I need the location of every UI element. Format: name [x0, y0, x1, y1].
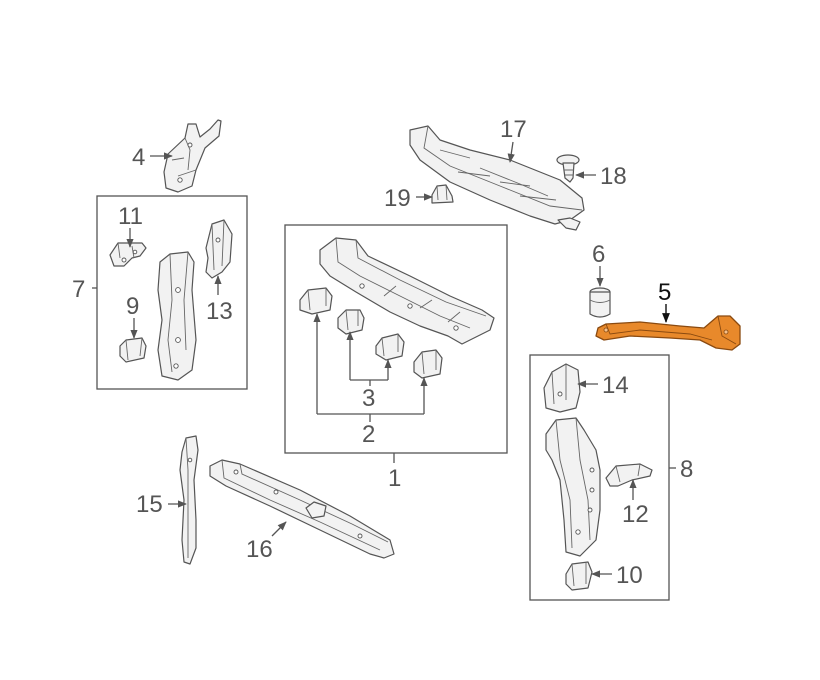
- callout-13: 13: [206, 298, 233, 325]
- part-1-upper-support: [319, 237, 495, 345]
- callout-8: 8: [680, 456, 693, 483]
- callout-10: 10: [616, 562, 643, 589]
- part-18-clip: [556, 154, 580, 183]
- part-6-bumper: [589, 287, 611, 318]
- callout-4: 4: [132, 144, 145, 171]
- part-14-bracket: [543, 363, 581, 413]
- callout-12: 12: [622, 501, 649, 528]
- part-10-bracket: [565, 561, 593, 591]
- part-13-bracket: [205, 219, 233, 279]
- part-12-bracket: [605, 463, 653, 487]
- callout-9: 9: [126, 293, 139, 320]
- callout-5: 5: [658, 279, 671, 306]
- part-11-bracket: [109, 242, 147, 267]
- callout-17: 17: [500, 116, 527, 143]
- callout-1: 1: [388, 465, 401, 492]
- leader-lines: [92, 141, 676, 578]
- part-15-strut: [179, 435, 199, 565]
- callout-6: 6: [592, 241, 605, 268]
- callout-16: 16: [246, 536, 273, 563]
- callout-14: 14: [602, 372, 629, 399]
- callout-11: 11: [118, 203, 143, 230]
- part-4-bracket: [163, 119, 222, 193]
- group-box-7: [96, 195, 248, 390]
- part-5-brace: [595, 315, 741, 351]
- callout-7: 7: [72, 276, 85, 303]
- callout-3: 3: [362, 385, 375, 412]
- callout-19: 19: [384, 185, 411, 212]
- part-8-side-support: [545, 417, 601, 557]
- part-19-block: [431, 184, 454, 204]
- callout-18: 18: [600, 163, 627, 190]
- callout-2: 2: [362, 421, 375, 448]
- part-7-side-support: [157, 251, 197, 381]
- part-3-bracket-left: [337, 309, 365, 335]
- part-2-bracket-left: [299, 287, 333, 315]
- part-2-bracket-right: [413, 349, 443, 379]
- group-box-8: [529, 354, 670, 601]
- callout-labels: 4 17 18 19 11 7 9 13 3 2 1 6 5 14 8 12 1…: [72, 116, 693, 589]
- callout-15: 15: [136, 491, 163, 518]
- part-3-bracket-right: [375, 333, 405, 361]
- part-16-lower-support: [209, 459, 395, 559]
- part-17-cover: [409, 125, 585, 231]
- part-9-bracket: [119, 337, 147, 363]
- group-box-1: [284, 224, 508, 454]
